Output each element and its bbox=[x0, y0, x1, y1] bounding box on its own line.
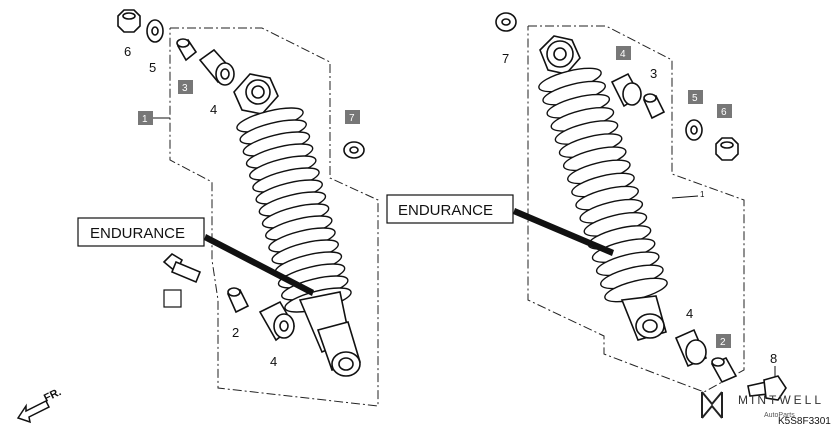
part-label-4: 4 bbox=[686, 306, 693, 321]
part-box-1 bbox=[138, 111, 153, 125]
ref-marker-1: 1 bbox=[700, 190, 705, 199]
bolt-icon bbox=[162, 252, 202, 284]
collar-icon bbox=[226, 287, 250, 314]
shock-absorber-right bbox=[538, 35, 668, 341]
right-assembly: 7 4 3 5 6 1 bbox=[386, 12, 787, 401]
bushing-icon bbox=[610, 72, 642, 108]
bushing-icon bbox=[198, 48, 235, 86]
part-label-2: 2 bbox=[232, 325, 239, 340]
collar-icon bbox=[642, 93, 666, 120]
part-box-label-6: 6 bbox=[721, 107, 727, 118]
washer-icon bbox=[685, 119, 703, 141]
left-assembly: 6 5 3 4 1 7 bbox=[77, 9, 379, 407]
bushing-icon bbox=[674, 328, 708, 368]
collar-icon bbox=[176, 38, 198, 62]
brand-name: MINTWELL bbox=[738, 393, 824, 407]
part-box-label-4: 4 bbox=[620, 49, 626, 60]
collar-icon bbox=[710, 356, 738, 384]
endurance-callout-box bbox=[386, 194, 514, 224]
part-box-5 bbox=[688, 90, 703, 104]
spring-coils bbox=[236, 107, 352, 313]
right-assembly-frame bbox=[527, 25, 745, 393]
brand-logo-icon bbox=[701, 391, 723, 419]
part-box-6 bbox=[717, 104, 732, 118]
endurance-leader bbox=[204, 234, 314, 296]
hex-nut-icon bbox=[117, 9, 141, 33]
part-box-4 bbox=[616, 46, 631, 60]
part-box-label-3: 3 bbox=[182, 83, 188, 94]
part-label-5: 5 bbox=[149, 60, 156, 75]
washer-icon bbox=[146, 19, 164, 43]
watermark: MINTWELL AutoParts bbox=[701, 391, 824, 419]
hex-nut-icon bbox=[715, 137, 739, 161]
endurance-callout-box bbox=[77, 217, 205, 247]
part-label-8: 8 bbox=[770, 351, 777, 366]
front-label: FR. bbox=[42, 386, 63, 405]
part-box-label-1: 1 bbox=[142, 114, 148, 125]
part-box-empty bbox=[163, 289, 182, 308]
bolt-icon bbox=[747, 375, 787, 401]
part-box-2 bbox=[716, 334, 731, 348]
part-box-label-7: 7 bbox=[349, 113, 355, 124]
spring-coils bbox=[538, 67, 668, 303]
endurance-callout: ENDURANCE bbox=[398, 202, 493, 219]
ref-leader bbox=[671, 195, 699, 199]
part-box-label-5: 5 bbox=[692, 93, 698, 104]
part-box-label-2: 2 bbox=[720, 337, 726, 348]
front-direction-arrow: FR. bbox=[16, 386, 63, 424]
part-label-4-lower: 4 bbox=[270, 354, 277, 369]
washer-icon bbox=[343, 141, 365, 159]
brand-sub: AutoParts bbox=[764, 412, 795, 419]
part-label-4-upper: 4 bbox=[210, 102, 217, 117]
part-label-6: 6 bbox=[124, 44, 131, 59]
part-box-7 bbox=[345, 110, 360, 124]
shock-absorber-left bbox=[233, 73, 361, 377]
arrow-icon bbox=[16, 399, 51, 424]
part-label-3: 3 bbox=[650, 66, 657, 81]
bushing-icon bbox=[258, 300, 296, 342]
endurance-leader bbox=[513, 208, 614, 256]
part-box-3 bbox=[178, 80, 193, 94]
washer-icon bbox=[495, 12, 517, 32]
left-assembly-frame bbox=[169, 27, 379, 407]
diagram-code: K5S8F3301 bbox=[778, 416, 831, 427]
part-label-7: 7 bbox=[502, 51, 509, 66]
endurance-callout: ENDURANCE bbox=[90, 225, 185, 242]
